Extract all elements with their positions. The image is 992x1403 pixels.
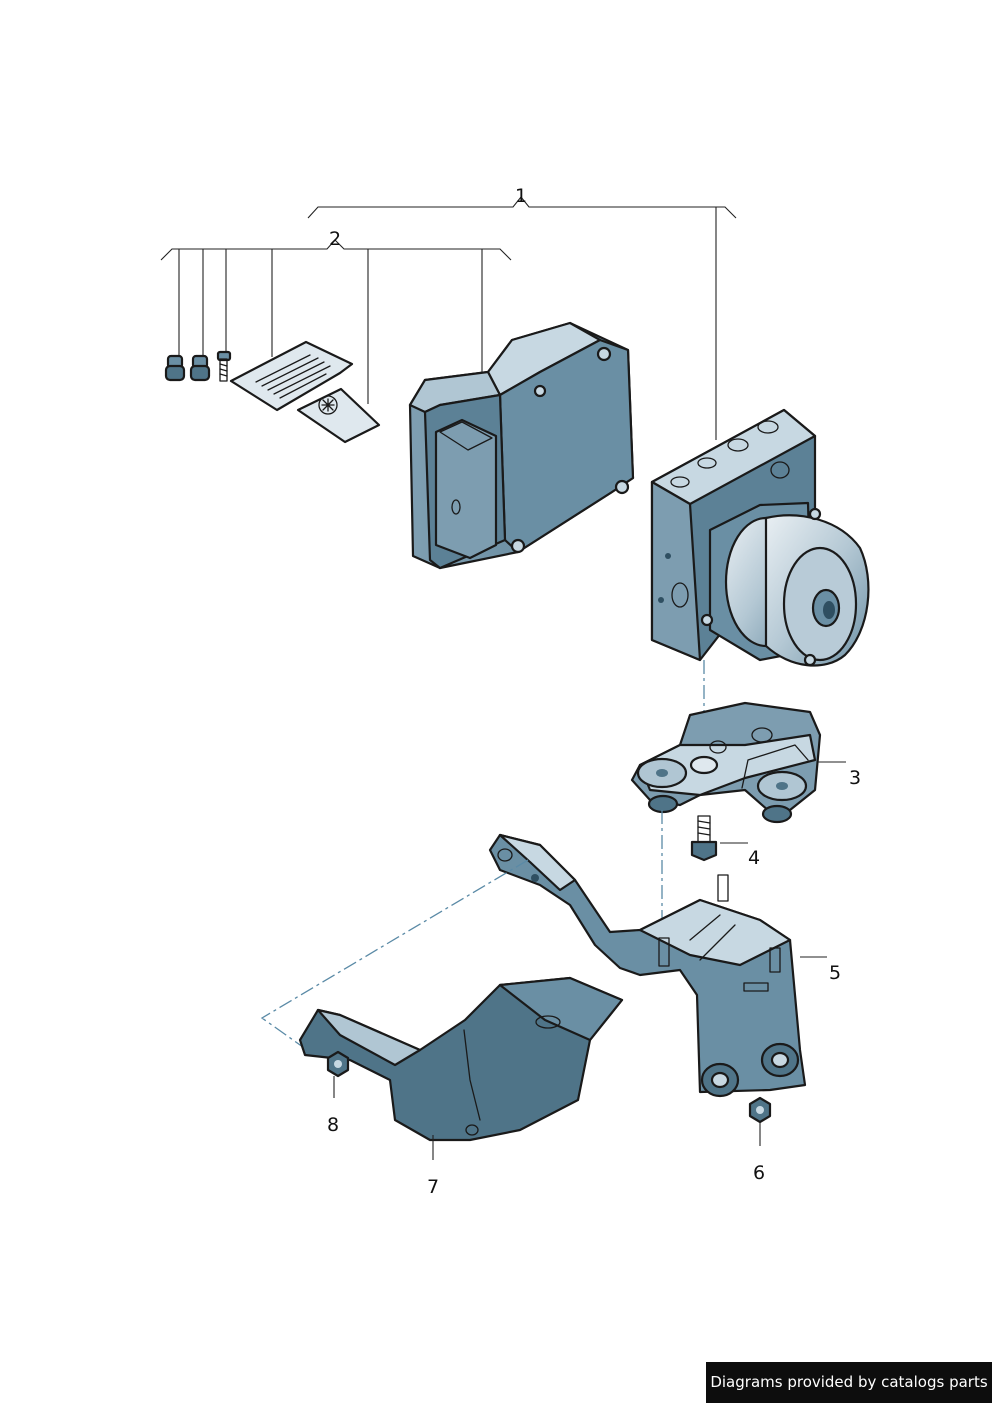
mounting-bracket <box>630 701 822 824</box>
callout-1-label: 1 <box>515 185 527 207</box>
attribution-footer: Diagrams provided by catalogs parts <box>706 1362 992 1403</box>
screw-icon <box>164 354 186 382</box>
centerline <box>260 859 529 1053</box>
nut-icon <box>748 1096 772 1124</box>
callout-4-label: 4 <box>748 847 760 869</box>
abs-hydraulic-unit <box>650 408 870 667</box>
label-sheet-icon <box>296 387 381 444</box>
callout-6-label: 6 <box>753 1162 765 1184</box>
callout-5-label: 5 <box>829 962 841 984</box>
callout-8-label: 8 <box>327 1114 339 1136</box>
bolt-icon <box>690 815 718 862</box>
instruction-sheet-icon <box>229 340 354 412</box>
carrier-bracket <box>488 833 807 1098</box>
heat-shield <box>298 976 624 1142</box>
bolt-icon <box>216 350 232 382</box>
callout-2-bracket: 2 <box>160 228 512 404</box>
callout-7-label: 7 <box>427 1176 439 1198</box>
callout-2-label: 2 <box>329 228 341 250</box>
callout-1-bracket: 1 <box>307 185 737 440</box>
abs-control-unit <box>408 321 635 570</box>
nut-icon <box>326 1050 350 1078</box>
callout-3-label: 3 <box>849 767 861 789</box>
screw-icon <box>189 354 211 382</box>
